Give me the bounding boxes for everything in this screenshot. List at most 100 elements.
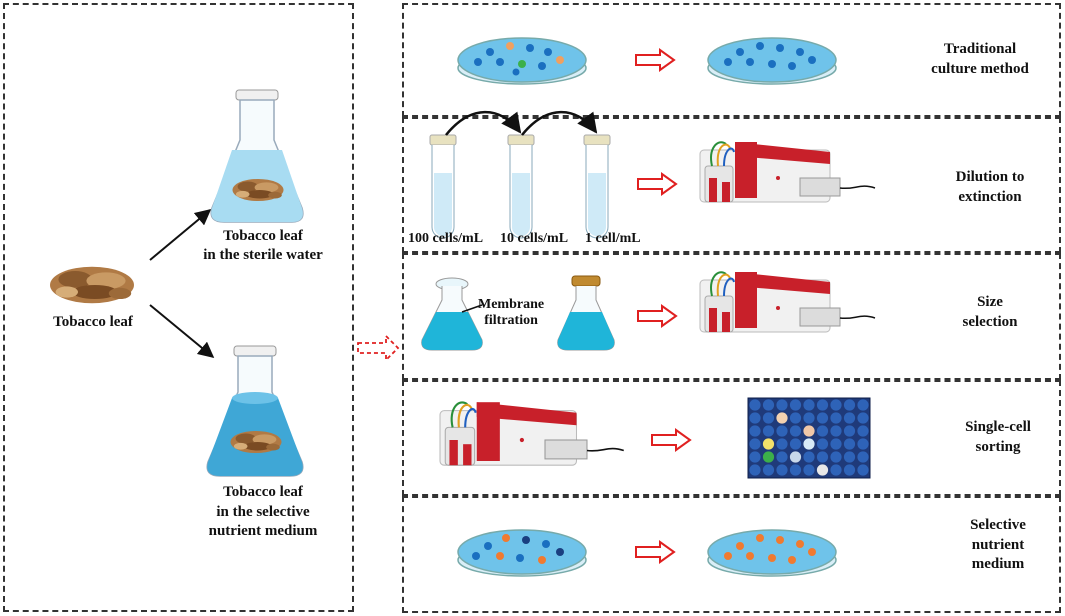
selective-label-line3: nutrient medium	[208, 523, 318, 539]
method-4-line1: Single-cell	[965, 419, 1031, 435]
method-label-sorting: Single-cell sorting	[928, 418, 1065, 457]
plate-well	[803, 399, 815, 411]
sterile-label-line1: Tobacco leaf	[223, 228, 303, 244]
microplate-grid	[747, 397, 871, 479]
selective-medium-label: Tobacco leaf in the selective nutrient m…	[178, 483, 348, 542]
filtration-line1: Membrane	[478, 297, 545, 312]
selective-label-line2: in the selective	[216, 503, 310, 520]
plate-well	[776, 425, 788, 437]
plate-well	[749, 399, 761, 411]
plate-well	[789, 399, 802, 411]
plate-well	[749, 412, 761, 424]
tobacco-leaf-label: Tobacco leaf	[53, 314, 133, 330]
plate-well	[749, 464, 761, 476]
plate-well	[762, 425, 775, 437]
plate-well	[776, 412, 788, 424]
plate-well	[843, 399, 856, 411]
plate-well	[789, 412, 802, 424]
dilution-tubes	[429, 110, 611, 239]
filtration-flask-2	[557, 275, 615, 351]
method-5-line2: nutrient	[971, 536, 1025, 553]
sorter-machine-row2	[699, 141, 876, 203]
plate-well	[762, 464, 775, 476]
plate-well	[830, 464, 842, 476]
tobacco-leaf-image	[50, 266, 134, 304]
plate-well	[857, 425, 869, 437]
method-2-line2: extinction	[958, 188, 1022, 205]
plate-well	[816, 451, 829, 463]
plate-well	[843, 451, 856, 463]
method-1-line2: culture method	[931, 60, 1029, 77]
plate-well	[762, 399, 775, 411]
plate-well	[816, 425, 829, 437]
method-label-size: Size selection	[920, 293, 1060, 332]
sorter-machine-row3	[699, 271, 876, 333]
arrow-to-selective	[149, 304, 215, 359]
plate-well	[830, 412, 842, 424]
method-5-line1: Selective	[970, 517, 1026, 533]
method-label-selective: Selective nutrient medium	[928, 516, 1065, 575]
row2-arrow	[637, 173, 677, 195]
arrow-to-sterile	[149, 208, 212, 261]
plate-well	[816, 464, 829, 476]
method-row-selective	[402, 496, 1061, 613]
plate-well	[776, 438, 788, 450]
method-label-traditional: Traditional culture method	[910, 40, 1050, 79]
row4-arrow	[651, 429, 691, 451]
method-3-line1: Size	[977, 294, 1003, 310]
plate-well	[776, 464, 788, 476]
selective-medium-flask	[206, 345, 304, 477]
row5-arrow	[635, 541, 675, 563]
plate-well	[762, 451, 775, 463]
plate-well	[789, 464, 802, 476]
petri-dish-orange	[707, 529, 837, 577]
plate-well	[857, 438, 869, 450]
petri-dish-mixed	[457, 37, 587, 85]
plate-well	[749, 438, 761, 450]
plate-well	[857, 399, 869, 411]
method-row-size	[402, 253, 1061, 380]
method-row-sorting	[402, 380, 1061, 496]
sterile-water-label: Tobacco leaf in the sterile water	[178, 227, 348, 265]
plate-well	[776, 451, 788, 463]
plate-well	[843, 464, 856, 476]
plate-well	[843, 412, 856, 424]
row3-arrow	[637, 305, 677, 327]
tube-label-10: 10 cells/mL	[500, 231, 569, 246]
method-2-line1: Dilution to	[955, 169, 1025, 185]
sterile-label-line2: in the sterile water	[203, 246, 323, 263]
plate-well	[816, 438, 829, 450]
plate-well	[803, 412, 815, 424]
plate-well	[816, 399, 829, 411]
plate-well	[803, 451, 815, 463]
plate-well	[789, 425, 802, 437]
sorter-machine-row4	[438, 401, 625, 467]
method-row-dilution	[402, 117, 1061, 253]
plate-well	[803, 438, 815, 450]
panel-connector-arrow	[357, 333, 400, 363]
method-3-line2: selection	[962, 313, 1018, 330]
selective-label-line1: Tobacco leaf	[223, 484, 303, 500]
filtration-line2: filtration	[484, 313, 538, 329]
left-panel	[3, 3, 354, 612]
method-row-traditional	[402, 3, 1061, 117]
sterile-water-flask	[210, 89, 304, 223]
membrane-filtration-label: Membrane filtration	[478, 297, 544, 329]
row1-arrow	[635, 49, 675, 71]
method-label-dilution: Dilution to extinction	[920, 168, 1060, 207]
tube-label-100: 100 cells/mL	[408, 231, 484, 246]
filtration-flask-1	[421, 277, 483, 351]
method-5-line3: medium	[971, 556, 1025, 572]
method-1-line1: Traditional	[943, 41, 1017, 57]
plate-well	[803, 464, 815, 476]
plate-well	[857, 412, 869, 424]
plate-well	[830, 451, 842, 463]
plate-well	[776, 399, 788, 411]
method-4-line2: sorting	[975, 438, 1021, 455]
plate-well	[749, 425, 761, 437]
plate-well	[789, 438, 802, 450]
plate-well	[830, 399, 842, 411]
petri-dish-mixed-2	[457, 529, 587, 577]
plate-well	[857, 451, 869, 463]
